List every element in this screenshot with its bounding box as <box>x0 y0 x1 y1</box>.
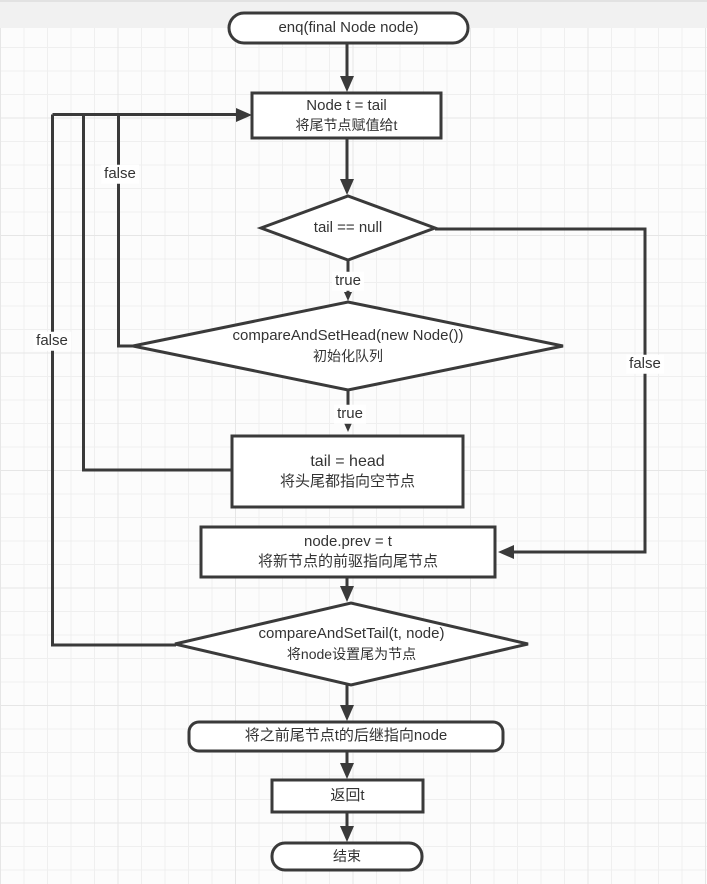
node-prev-node-shape <box>199 525 497 579</box>
edges <box>51 43 647 827</box>
arrow-into-return <box>340 763 354 779</box>
arrow-into-tailhead <box>344 423 352 432</box>
start-node-shape <box>227 11 470 45</box>
end-node-shape <box>270 841 424 872</box>
arrow-into-tailnull <box>340 179 354 195</box>
arrowheads <box>236 76 514 842</box>
cas-tail-decision-shape <box>174 601 529 687</box>
tail-null-decision-shape <box>256 194 440 262</box>
edge-tailhead-loop <box>82 114 232 472</box>
arrow-into-assign-top <box>340 76 354 92</box>
cas-head-decision-shape <box>132 300 564 392</box>
edge-tailnull-false <box>435 227 647 554</box>
tail-head-node-shape <box>230 434 465 509</box>
arrow-into-end <box>340 826 354 842</box>
arrow-into-castail <box>340 586 354 602</box>
assign-tail-node-shape <box>250 91 443 140</box>
return-node-shape <box>270 778 425 814</box>
edge-cashead-false <box>117 114 134 348</box>
arrow-into-nodeprev <box>498 545 514 559</box>
arrow-into-successor <box>340 705 354 721</box>
arrow-into-assign-left <box>236 108 252 122</box>
node-shapes <box>132 11 564 872</box>
edge-castail-false <box>51 114 176 647</box>
arrow-into-cashead <box>344 292 352 301</box>
set-successor-node-shape <box>187 720 505 753</box>
